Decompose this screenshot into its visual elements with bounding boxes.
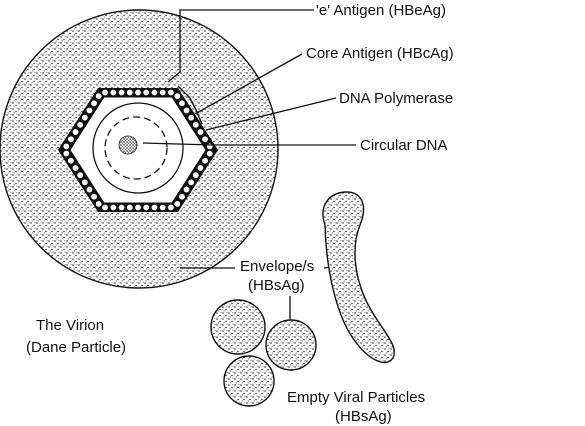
capsomere-bead: [187, 114, 195, 122]
label-empty-particles-line1: Empty Viral Particles: [287, 389, 425, 406]
capsomere-bead: [76, 121, 84, 129]
capsomere-bead: [62, 142, 70, 150]
capsomere-ring: [62, 89, 214, 212]
capsomere-bead: [206, 142, 214, 150]
capsid-inner: [69, 96, 207, 204]
capsomere-bead: [187, 178, 195, 186]
capsomere-bead: [206, 150, 214, 158]
dna-polymerase-dot: [118, 135, 138, 155]
capsomere-bead: [67, 135, 75, 143]
capsomere-bead: [95, 92, 103, 100]
capsomere-bead: [159, 204, 167, 212]
capsomere-bead: [85, 106, 93, 114]
capsomere-bead: [183, 186, 191, 194]
label-virion-line2: (Dane Particle): [26, 339, 126, 356]
label-circular-dna: Circular DNA: [360, 137, 448, 154]
filamentous-particle: [322, 191, 395, 363]
label-dna-polymerase: DNA Polymerase: [339, 90, 453, 107]
capsomere-bead: [192, 171, 200, 179]
capsomere-bead: [101, 204, 109, 212]
label-envelope-line2: (HBsAg): [248, 277, 305, 294]
capsomere-bead: [201, 157, 209, 165]
capsomere-bead: [196, 128, 204, 136]
capsomere-bead: [118, 89, 126, 97]
capsomere-bead: [167, 89, 175, 97]
capsomere-bead: [159, 89, 167, 97]
leader-core-antigen: [194, 53, 303, 115]
capsomere-bead: [109, 204, 117, 212]
capsomere-bead: [196, 164, 204, 172]
capsomere-bead: [201, 135, 209, 143]
capsomere-bead: [173, 200, 181, 208]
leader-circular-dna: [142, 142, 356, 146]
capsomere-bead: [134, 204, 142, 212]
spherical-particle-1: [210, 299, 266, 355]
dna-circle: [104, 116, 168, 180]
capsomere-bead: [167, 204, 175, 212]
capsomere-bead: [62, 150, 70, 158]
capsomere-bead: [81, 178, 89, 186]
label-core-antigen: Core Antigen (HBcAg): [306, 45, 454, 62]
leader-e-antigen: [167, 9, 314, 83]
capsomere-bead: [134, 89, 142, 97]
capsomere-bead: [192, 121, 200, 129]
capsomere-bead: [150, 204, 158, 212]
label-e-antigen: 'e' Antigen (HBeAg): [316, 2, 446, 19]
capsomere-bead: [109, 89, 117, 97]
dna-outer-circle: [92, 102, 184, 194]
capsomere-bead: [142, 89, 150, 97]
capsomere-bead: [72, 128, 80, 136]
capsomere-bead: [126, 204, 134, 212]
capsomere-bead: [67, 157, 75, 165]
capsomere-bead: [126, 89, 134, 97]
capsomere-bead: [95, 200, 103, 208]
spherical-particle-3: [223, 355, 275, 407]
label-virion-line1: The Virion: [36, 317, 104, 334]
capsomere-bead: [81, 114, 89, 122]
label-envelope-line1: Envelope/s: [240, 258, 314, 275]
capsomere-bead: [183, 106, 191, 114]
capsomere-bead: [76, 171, 84, 179]
capsomere-bead: [85, 186, 93, 194]
label-empty-particles-line2: (HBsAg): [335, 408, 392, 425]
envelope-projection: [177, 85, 203, 125]
capsomere-bead: [101, 89, 109, 97]
capsomere-bead: [178, 193, 186, 201]
capsomere-bead: [90, 99, 98, 107]
capsomere-bead: [72, 164, 80, 172]
capsomere-bead: [150, 89, 158, 97]
capsomere-bead: [142, 204, 150, 212]
leader-dna-polymerase: [205, 97, 337, 131]
capsomere-bead: [118, 204, 126, 212]
capsomere-bead: [178, 99, 186, 107]
capsomere-bead: [90, 193, 98, 201]
spherical-particle-2: [265, 319, 317, 371]
capsomere-bead: [173, 92, 181, 100]
